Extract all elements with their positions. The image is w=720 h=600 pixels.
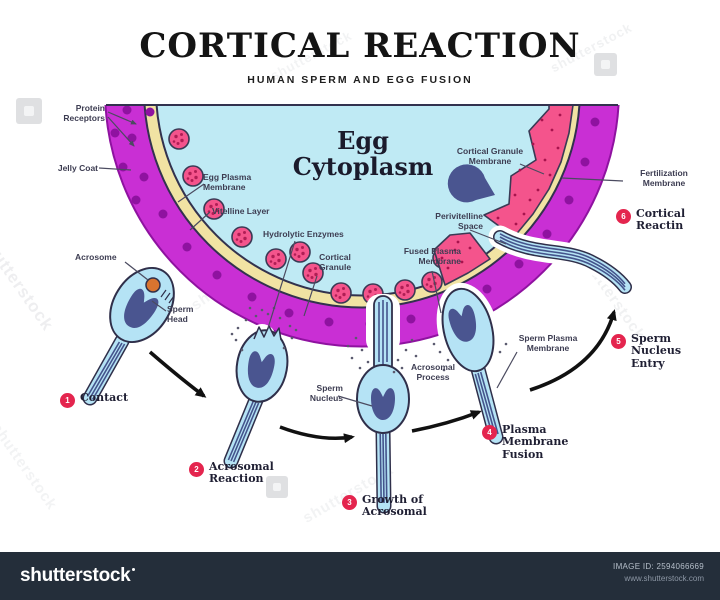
label-fused-plasma-membrane: Fused Plasma Membrane bbox=[403, 246, 461, 267]
sperm-growth-acrosomal bbox=[346, 294, 418, 514]
page-title: CORTICAL REACTION bbox=[139, 26, 581, 66]
step-4-badge: 4 bbox=[482, 425, 497, 440]
shutterstock-url: www.shutterstock.com bbox=[624, 574, 704, 583]
acrosome-dot bbox=[145, 277, 161, 293]
step-1-badge: 1 bbox=[60, 393, 75, 408]
step-1-contact: 1 Contact bbox=[60, 391, 129, 408]
step-1-label: Contact bbox=[80, 391, 129, 404]
step-2-acrosomal-reaction: 2 Acrosomal Reaction bbox=[189, 460, 274, 486]
step-4-plasma-membrane-fusion: 4 Plasma Membrane Fusion bbox=[482, 423, 569, 461]
arrow-step4-5 bbox=[529, 309, 617, 392]
camera-watermark-icon bbox=[16, 98, 42, 124]
egg-cytoplasm-label: Egg Cytoplasm bbox=[292, 126, 434, 181]
label-protein-receptors: Protein Receptors bbox=[63, 103, 105, 124]
protein-receptor-dots bbox=[110, 105, 600, 329]
label-jelly-coat: Jelly Coat bbox=[57, 163, 98, 173]
label-fertilization-membrane: Fertilization Membrane bbox=[640, 168, 688, 189]
step-5-badge: 5 bbox=[611, 334, 626, 349]
step-6-badge: 6 bbox=[616, 209, 631, 224]
diagram-stage: shutterstock shutterstock shutterstock s… bbox=[0, 19, 688, 527]
label-vitelline-layer: Vitelline Layer bbox=[212, 206, 270, 216]
label-sperm-nucleus: Sperm Nucleus bbox=[309, 383, 343, 404]
step-5-sperm-nucleus-entry: 5 Sperm Nucleus Entry bbox=[611, 332, 682, 370]
image-id-text: IMAGE ID: 2594066669 bbox=[613, 562, 704, 571]
camera-watermark-icon bbox=[266, 476, 288, 498]
page-subtitle: HUMAN SPERM AND EGG FUSION bbox=[247, 74, 473, 86]
sperm-nucleus-in-egg bbox=[447, 164, 495, 203]
leader-lines bbox=[98, 111, 624, 407]
enzyme-speckles bbox=[230, 306, 298, 352]
step-5-label: Sperm Nucleus Entry bbox=[631, 332, 682, 370]
step-2-badge: 2 bbox=[189, 462, 204, 477]
label-cortical-granule-membrane: Cortical Granule Membrane bbox=[456, 146, 524, 167]
label-hydrolytic-enzymes: Hydrolytic Enzymes bbox=[263, 229, 344, 239]
label-acrosomal-process: Acrosomal Process bbox=[411, 362, 455, 383]
step-6-cortical-reaction: 6 Cortical Reactin bbox=[616, 207, 686, 233]
label-perivitelline-space: Perivitelline Space bbox=[435, 211, 483, 232]
arrow-step1-2 bbox=[148, 350, 207, 398]
step-3-label: Growth of Acrosomal bbox=[362, 493, 427, 519]
step-4-label: Plasma Membrane Fusion bbox=[502, 423, 569, 461]
step-3-growth-of-acrosomal: 3 Growth of Acrosomal bbox=[342, 493, 427, 519]
egg-cross-section bbox=[104, 105, 620, 348]
enzyme-speckles bbox=[346, 336, 418, 374]
cortical-granule-membrane-band bbox=[433, 105, 574, 286]
sperm-contact bbox=[82, 266, 175, 406]
arrow-step2-3 bbox=[279, 425, 355, 444]
shutterstock-footer-bar: shutterstock IMAGE ID: 2594066669 www.sh… bbox=[0, 552, 720, 600]
camera-watermark-icon bbox=[594, 53, 617, 76]
label-sperm-plasma-membrane: Sperm Plasma Membrane bbox=[518, 333, 578, 354]
label-egg-plasma-membrane: Egg Plasma Membrane bbox=[203, 172, 252, 193]
step-6-label: Cortical Reactin bbox=[636, 207, 686, 233]
sperm-tail-exiting bbox=[488, 225, 637, 299]
arrow-step3-4 bbox=[411, 410, 482, 433]
step-arrows bbox=[148, 309, 617, 444]
step-2-label: Acrosomal Reaction bbox=[209, 460, 274, 486]
label-cortical-granule: Cortical Granule bbox=[318, 252, 352, 273]
shutterstock-logo: shutterstock bbox=[20, 565, 135, 587]
sperm-acrosomal-reaction bbox=[223, 306, 298, 469]
step-3-badge: 3 bbox=[342, 495, 357, 510]
label-acrosome: Acrosome bbox=[75, 252, 117, 262]
label-sperm-head: Sperm Head bbox=[167, 304, 194, 325]
